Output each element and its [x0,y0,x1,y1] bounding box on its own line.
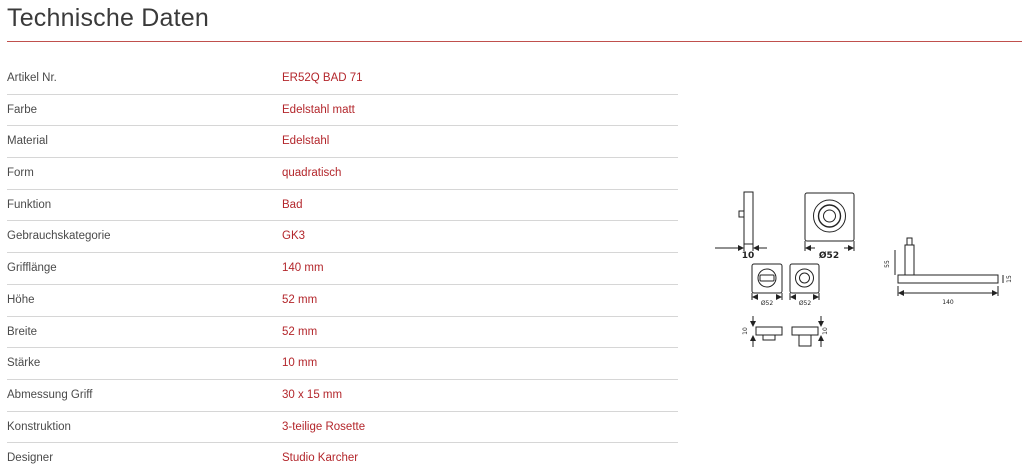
spec-row: Funktion Bad [7,190,678,222]
escutcheon-indicator-side-view [791,316,824,347]
spec-label: Material [7,135,48,148]
spec-value: 140 mm [282,262,324,275]
spec-row: Gebrauchskategorie GK3 [7,221,678,254]
handle-height-label: 55 [884,260,891,268]
spec-label: Farbe [7,103,38,116]
escutcheon-turn-side-view [750,316,783,347]
handle-thickness-label: 15 [1006,275,1013,283]
spec-value: Studio Karcher [282,452,359,465]
page-title: Technische Daten [7,4,209,32]
spec-value: Edelstahl [282,135,330,148]
escutcheon-turn-view [751,263,783,300]
spec-value: 3-teilige Rosette [282,420,366,433]
title-divider [7,41,1022,42]
spec-value: quadratisch [282,167,342,180]
escutcheon-indicator-view [789,263,820,300]
spec-row: Breite 52 mm [7,317,678,349]
spec-row: Konstruktion 3-teilige Rosette [7,412,678,444]
spec-row: Form quadratisch [7,158,678,190]
spec-value: 52 mm [282,325,318,338]
spec-label: Funktion [7,198,52,211]
spec-row: Abmessung Griff 30 x 15 mm [7,380,678,412]
spec-label: Grifflänge [7,262,57,275]
spec-value: Bad [282,198,303,211]
spec-label: Gebrauchskategorie [7,230,111,243]
spec-label: Form [7,167,34,180]
escutcheon-turn-label: Ø52 [761,300,774,307]
rosette-side-view [715,191,767,251]
escutcheon-indicator-side-label: 10 [822,327,829,335]
spec-row: Höhe 52 mm [7,285,678,317]
spec-row: Material Edelstahl [7,126,678,159]
rosette-side-label: 10 [742,251,755,261]
spec-label: Höhe [7,293,35,306]
spec-value: 10 mm [282,357,318,370]
spec-label: Artikel Nr. [7,72,57,84]
spec-value: Edelstahl matt [282,103,355,116]
escutcheon-indicator-label: Ø52 [799,300,812,307]
rosette-front-label: Ø52 [819,250,839,261]
handle-drawing [894,237,1004,296]
spec-label: Designer [7,452,54,465]
technical-drawings: 10 Ø52 Ø52 [705,185,1024,365]
spec-value: GK3 [282,230,306,243]
spec-row: Grifflänge 140 mm [7,253,678,285]
spec-label: Konstruktion [7,420,71,433]
spec-value: ER52Q BAD 71 [282,72,363,84]
spec-label: Stärke [7,357,41,370]
spec-label: Abmessung Griff [7,388,93,401]
handle-length-label: 140 [942,299,954,306]
spec-row: Farbe Edelstahl matt [7,95,678,127]
spec-value: 30 x 15 mm [282,388,343,401]
spec-row: Designer Studio Karcher [7,443,678,475]
spec-row: Artikel Nr. ER52Q BAD 71 [7,63,678,95]
spec-table: Artikel Nr. ER52Q BAD 71 Farbe Edelstahl m… [7,63,678,475]
escutcheon-turn-side-label: 10 [742,327,749,335]
spec-row: Stärke 10 mm [7,348,678,380]
spec-value: 52 mm [282,293,318,306]
spec-label: Breite [7,325,38,338]
rosette-front-view [804,192,855,251]
